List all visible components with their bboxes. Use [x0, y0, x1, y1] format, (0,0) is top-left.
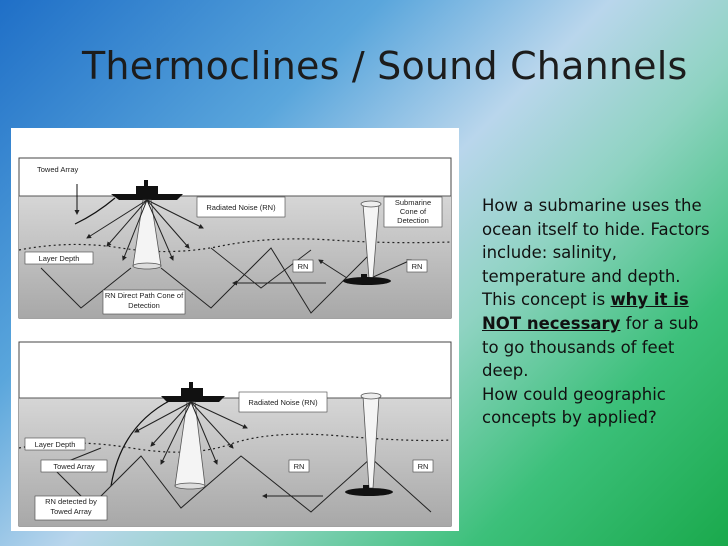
radiated-noise-rays — [134, 401, 248, 465]
body-p2-after: for a sub to go thousands of feet deep. — [482, 313, 699, 381]
label-rn-left: RN — [294, 462, 305, 471]
label-layer-depth-box: Layer Depth — [24, 251, 94, 265]
submarine-icon — [345, 488, 393, 496]
label-radiated-noise: Radiated Noise (RN) — [248, 398, 318, 407]
body-p2-emphasis: why it is NOT necessary — [482, 290, 689, 333]
label-rn-direct-path-box: RN Direct Path Cone of Detection — [102, 289, 186, 315]
diagram-panel: Towed Array Radiated Noise (RN) Submarin… — [11, 128, 459, 531]
body-paragraph-1: How a submarine uses the ocean itself to… — [482, 196, 710, 286]
label-towed-array: Towed Array — [37, 165, 79, 174]
slide-title: Thermoclines / Sound Channels — [82, 44, 688, 88]
label-rn-right: RN — [418, 462, 429, 471]
label-rn-direct-path: RN Direct Path Cone of Detection — [104, 291, 184, 310]
label-rn-right-box: RN — [406, 259, 428, 273]
label-rn-left-box: RN — [288, 459, 310, 473]
towed-array-cable — [110, 399, 172, 487]
sound-channel-diagram-bottom: Radiated Noise (RN) Layer Depth Towed Ar… — [18, 341, 452, 527]
ship-superstructure — [136, 186, 158, 194]
ship-icon — [161, 396, 225, 402]
label-towed-array: Towed Array — [53, 462, 95, 471]
label-rn-detected: RN detected by Towed Array — [45, 497, 97, 516]
label-submarine-cone-box: Submarine Cone of Detection — [383, 196, 443, 228]
label-rn-left: RN — [298, 262, 309, 271]
label-layer-depth: Layer Depth — [35, 440, 76, 449]
label-towed-array-box: Towed Array — [40, 459, 108, 473]
layer-depth-line — [18, 433, 452, 453]
label-radiated-noise-box: Radiated Noise (RN) — [196, 196, 286, 218]
label-radiated-noise: Radiated Noise (RN) — [206, 203, 276, 212]
label-layer-depth-box: Layer Depth — [24, 437, 86, 451]
radiated-noise-rays — [86, 199, 204, 261]
svg-text:Towed Array: Towed Array — [37, 165, 79, 174]
slide-body-text: How a submarine uses the ocean itself to… — [482, 194, 718, 430]
towed-array-cable — [74, 197, 116, 225]
body-paragraph-2: This concept is why it is NOT necessary … — [482, 288, 718, 382]
submarine-icon — [343, 277, 391, 285]
label-rn-right-box: RN — [412, 459, 434, 473]
label-submarine-cone: Submarine Cone of Detection — [394, 198, 432, 225]
sound-channel-diagram-top: Towed Array Radiated Noise (RN) Submarin… — [18, 157, 452, 319]
ship-icon — [111, 194, 183, 200]
layer-depth-line — [18, 238, 452, 253]
label-radiated-noise-box: Radiated Noise (RN) — [238, 391, 328, 413]
label-rn-right: RN — [412, 262, 423, 271]
label-layer-depth: Layer Depth — [39, 254, 80, 263]
label-rn-left-box: RN — [292, 259, 314, 273]
body-p2-before: This concept is — [482, 290, 611, 310]
label-rn-detected-box: RN detected by Towed Array — [34, 495, 108, 521]
body-paragraph-3: How could geographic concepts by applied… — [482, 384, 666, 428]
diagram-separator — [11, 325, 459, 333]
